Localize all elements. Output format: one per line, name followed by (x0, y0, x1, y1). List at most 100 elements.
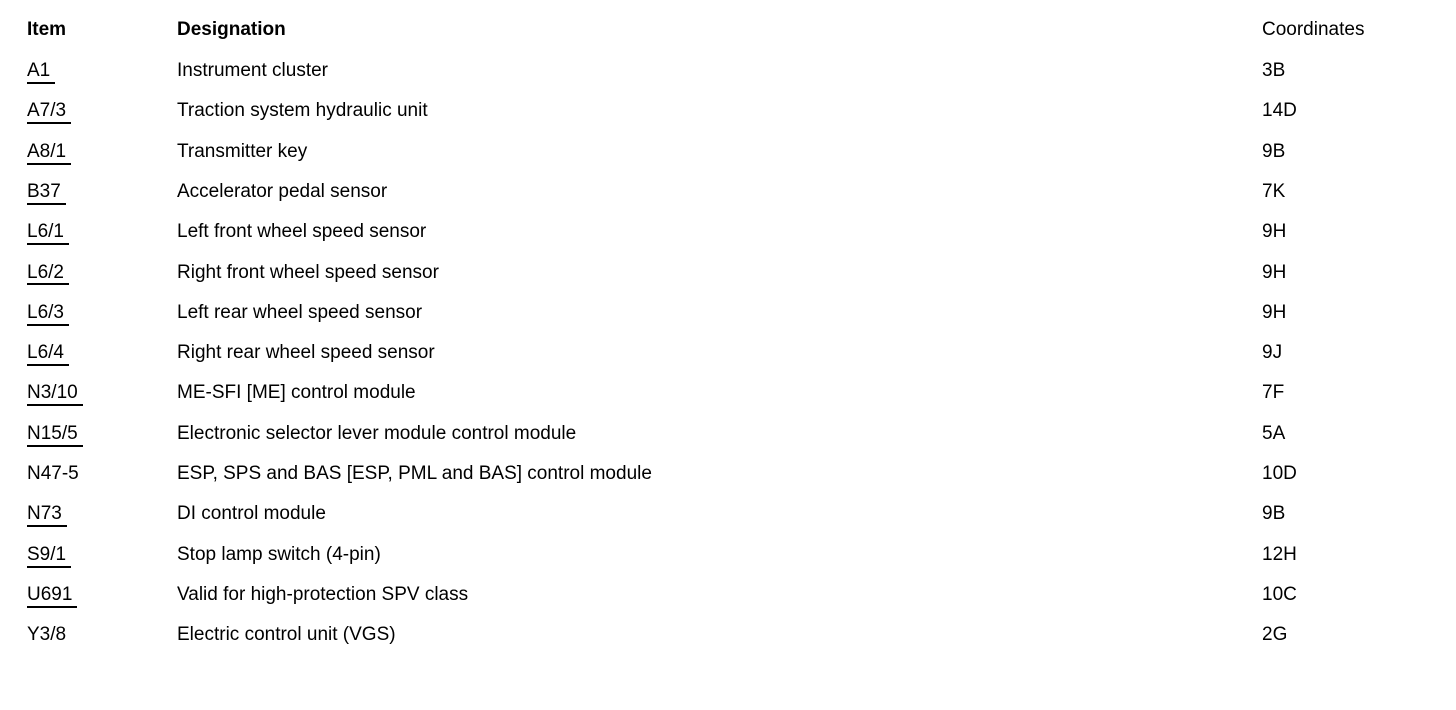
cell-coordinates: 7F (1262, 373, 1284, 413)
item-link[interactable]: L6/4 (27, 343, 69, 367)
cell-coordinates: 9B (1262, 132, 1285, 172)
item-link[interactable]: A8/1 (27, 141, 72, 165)
item-text: Y3/8 (27, 624, 67, 646)
cell-designation: Stop lamp switch (4-pin) (177, 535, 381, 575)
coordinates-text: 9H (1262, 221, 1287, 243)
table-row: A8/1 Transmitter key 9B (0, 132, 1456, 172)
cell-coordinates: 9H (1262, 212, 1286, 252)
item-link[interactable]: N15/5 (27, 423, 83, 447)
cell-item[interactable]: N3/10 (27, 373, 83, 413)
column-header-coordinates: Coordinates (1262, 10, 1364, 50)
cell-item[interactable]: L6/3 (27, 293, 69, 333)
table-row: L6/3 Left rear wheel speed sensor 9H (0, 293, 1456, 333)
coordinates-text: 12H (1262, 543, 1297, 565)
cell-item: N47-5 (27, 454, 79, 494)
item-text: N47-5 (27, 463, 79, 484)
coordinates-text: 9H (1262, 261, 1287, 283)
item-link[interactable]: N3/10 (27, 383, 83, 407)
table-row: N15/5 Electronic selector lever module co… (0, 414, 1456, 454)
cell-coordinates: 9H (1262, 253, 1286, 293)
cell-designation: Traction system hydraulic unit (177, 91, 428, 131)
table-row: Y3/8 Electric control unit (VGS) 2G (0, 615, 1456, 655)
designation-text: ME-SFI [ME] control module (177, 382, 416, 404)
item-link[interactable]: U691 (27, 584, 78, 608)
cell-item[interactable]: A1 (27, 51, 56, 91)
item-link[interactable]: A1 (27, 61, 56, 84)
designation-text: Right rear wheel speed sensor (177, 342, 435, 364)
cell-coordinates: 9H (1262, 293, 1286, 333)
cell-item[interactable]: N15/5 (27, 414, 83, 454)
cell-designation: Left rear wheel speed sensor (177, 293, 422, 333)
designation-text: Traction system hydraulic unit (177, 100, 428, 122)
designation-text: DI control module (177, 503, 326, 525)
table-row: L6/4 Right rear wheel speed sensor 9J (0, 333, 1456, 373)
coordinates-text: 9B (1262, 140, 1286, 162)
coordinates-text: 9J (1262, 342, 1283, 364)
cell-coordinates: 9J (1262, 333, 1282, 373)
designation-text: ESP, SPS and BAS [ESP, PML and BAS] cont… (177, 463, 652, 484)
coordinates-text: 9B (1262, 503, 1286, 525)
coordinates-text: 9H (1262, 301, 1287, 323)
item-link[interactable]: L6/1 (27, 222, 69, 246)
item-link[interactable]: L6/2 (27, 262, 69, 286)
cell-item[interactable]: A8/1 (27, 132, 72, 172)
column-header-designation-label: Designation (177, 19, 286, 40)
table-row: U691 Valid for high-protection SPV class 1… (0, 575, 1456, 615)
cell-designation: Instrument cluster (177, 51, 328, 91)
table-row: B37 Accelerator pedal sensor 7K (0, 172, 1456, 212)
cell-designation: Right front wheel speed sensor (177, 253, 439, 293)
cell-designation: DI control module (177, 494, 326, 534)
item-link[interactable]: N73 (27, 504, 67, 528)
cell-designation: ME-SFI [ME] control module (177, 373, 416, 413)
item-link[interactable]: B37 (27, 181, 66, 205)
coordinates-text: 3B (1262, 60, 1286, 81)
cell-designation: Right rear wheel speed sensor (177, 333, 435, 373)
coordinates-text: 7F (1262, 382, 1285, 404)
cell-coordinates: 2G (1262, 615, 1287, 655)
designation-text: Valid for high-protection SPV class (177, 583, 469, 605)
cell-item[interactable]: L6/2 (27, 253, 69, 293)
table-row: A1 Instrument cluster 3B (0, 51, 1456, 91)
cell-designation: Electronic selector lever module control… (177, 414, 576, 454)
designation-text: Right front wheel speed sensor (177, 261, 439, 283)
cell-designation: Electric control unit (VGS) (177, 615, 396, 655)
cell-coordinates: 10D (1262, 454, 1297, 494)
cell-designation: Accelerator pedal sensor (177, 172, 387, 212)
cell-item[interactable]: B37 (27, 172, 66, 212)
table-row: N3/10 ME-SFI [ME] control module 7F (0, 373, 1456, 413)
cell-coordinates: 12H (1262, 535, 1297, 575)
table-row: S9/1 Stop lamp switch (4-pin) 12H (0, 535, 1456, 575)
coordinates-text: 5A (1262, 422, 1286, 444)
cell-coordinates: 14D (1262, 91, 1297, 131)
cell-designation: Valid for high-protection SPV class (177, 575, 468, 615)
cell-item[interactable]: U691 (27, 575, 78, 615)
cell-item[interactable]: L6/4 (27, 333, 69, 373)
coordinates-text: 2G (1262, 624, 1288, 646)
table-row: N73 DI control module 9B (0, 494, 1456, 534)
designation-text: Transmitter key (177, 140, 308, 162)
cell-coordinates: 9B (1262, 494, 1285, 534)
cell-item: Y3/8 (27, 615, 66, 655)
cell-item[interactable]: S9/1 (27, 535, 72, 575)
table-header-row: Item Designation Coordinates (0, 10, 1456, 50)
cell-coordinates: 5A (1262, 414, 1285, 454)
cell-item[interactable]: N73 (27, 494, 67, 534)
column-header-coordinates-label: Coordinates (1262, 19, 1365, 40)
column-header-item-label: Item (27, 19, 67, 40)
item-link[interactable]: L6/3 (27, 302, 69, 326)
designation-text: Accelerator pedal sensor (177, 180, 388, 202)
column-header-designation: Designation (177, 10, 286, 50)
cell-item[interactable]: A7/3 (27, 91, 72, 131)
item-link[interactable]: A7/3 (27, 101, 72, 125)
coordinates-text: 10C (1262, 583, 1297, 605)
cell-coordinates: 7K (1262, 172, 1285, 212)
cell-item[interactable]: L6/1 (27, 212, 69, 252)
item-link[interactable]: S9/1 (27, 544, 72, 568)
designation-text: Instrument cluster (177, 60, 328, 81)
table-row: A7/3 Traction system hydraulic unit 14D (0, 91, 1456, 131)
coordinates-text: 14D (1262, 100, 1297, 122)
cell-designation: ESP, SPS and BAS [ESP, PML and BAS] cont… (177, 454, 652, 494)
designation-text: Electric control unit (VGS) (177, 624, 396, 646)
